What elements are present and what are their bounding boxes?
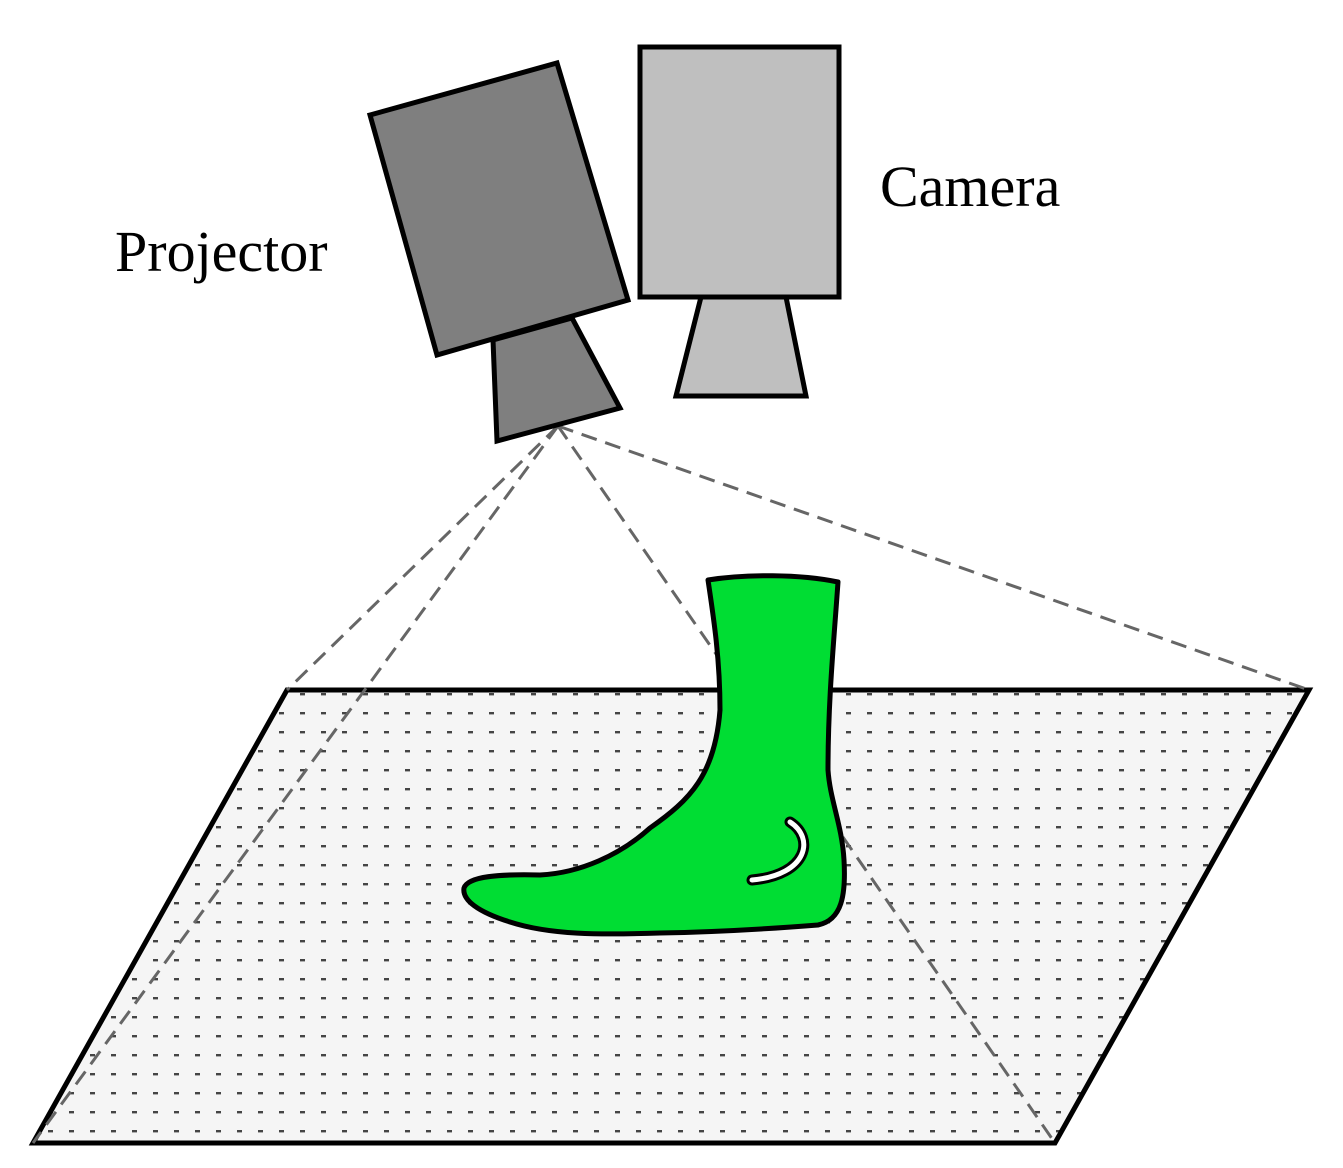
projector-label: Projector <box>115 219 328 284</box>
beam-line-right-far <box>557 424 1310 692</box>
beam-line-left-far <box>285 424 560 692</box>
projector <box>366 59 632 445</box>
platform-outline <box>28 687 1314 1146</box>
projector-body <box>366 59 632 359</box>
beam-line-left-near <box>31 425 560 1144</box>
camera-label: Camera <box>880 154 1060 219</box>
projector-lens <box>490 315 624 445</box>
foot <box>461 573 847 937</box>
camera <box>637 44 842 399</box>
ankle-marker <box>749 819 807 883</box>
camera-body <box>637 44 842 300</box>
foot-shape <box>461 573 847 937</box>
camera-lens <box>672 294 810 399</box>
